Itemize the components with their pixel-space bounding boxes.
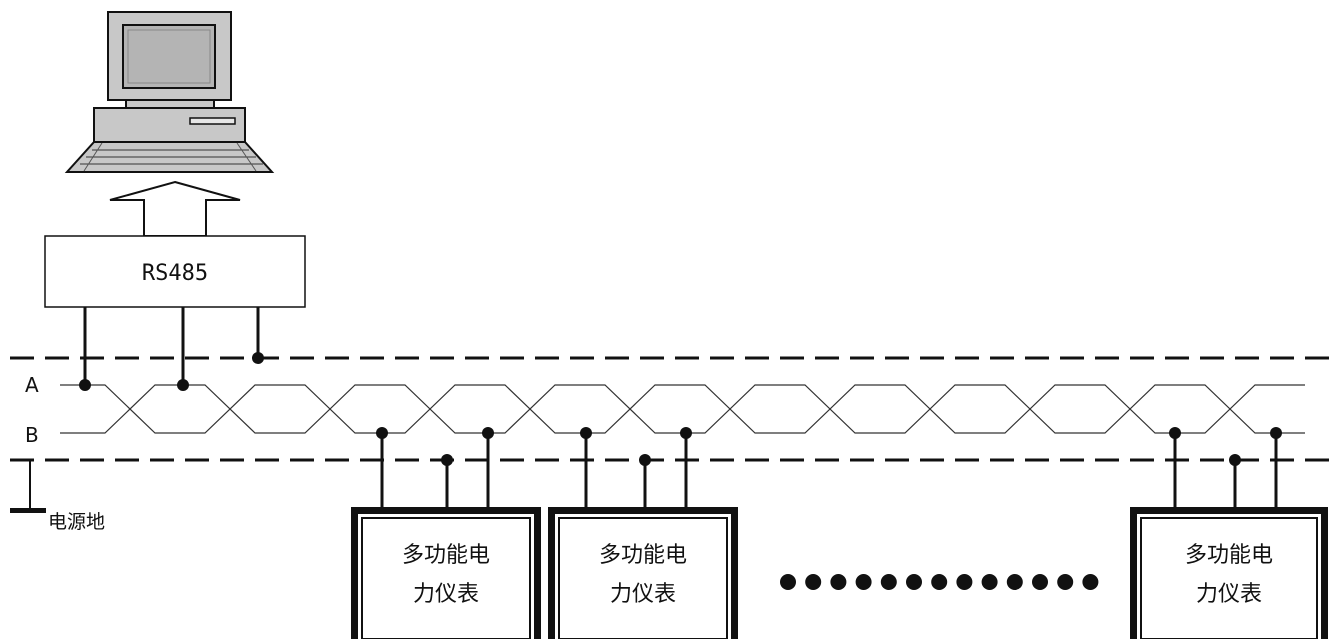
rs485-converter: RS485 [44, 235, 306, 308]
meter-label-line1: 多功能电 [402, 543, 490, 568]
converter-connections [79, 307, 264, 391]
ground-symbol [10, 460, 46, 513]
ellipsis-dot [931, 574, 948, 590]
ellipsis-dot [780, 574, 796, 590]
ellipsis-dot [830, 574, 847, 590]
ground-label: 电源地 [48, 511, 105, 533]
ellipsis-dot [981, 574, 998, 590]
converter-label: RS485 [142, 261, 208, 286]
line-b-label: B [25, 423, 39, 447]
ellipsis-dots [780, 574, 1099, 590]
ellipsis-dot [1032, 574, 1048, 590]
ellipsis-dot [805, 574, 822, 590]
computer-icon [64, 11, 275, 173]
ellipsis-dot [956, 574, 973, 590]
meter-label-line2: 力仪表 [1196, 582, 1262, 607]
ellipsis-dot [906, 574, 922, 590]
ellipsis-dot [1006, 574, 1023, 590]
twisted-pair-bus [60, 384, 1305, 434]
meter-label-line2: 力仪表 [610, 582, 676, 607]
line-a-wire [60, 384, 1305, 434]
meter-label-line2: 力仪表 [413, 582, 479, 607]
ellipsis-dot [1057, 574, 1074, 590]
data-flow-arrow [109, 180, 241, 237]
ellipsis-dot [855, 574, 872, 590]
meter-label-line1: 多功能电 [599, 543, 687, 568]
meter-label-line1: 多功能电 [1185, 543, 1273, 568]
meter-device: 多功能电 力仪表 [1130, 427, 1328, 639]
meter-device: 多功能电 力仪表 [351, 427, 541, 639]
line-a-label: A [25, 373, 39, 397]
ellipsis-dot [1082, 574, 1099, 590]
ellipsis-dot [880, 574, 897, 590]
meter-device: 多功能电 力仪表 [548, 427, 738, 639]
